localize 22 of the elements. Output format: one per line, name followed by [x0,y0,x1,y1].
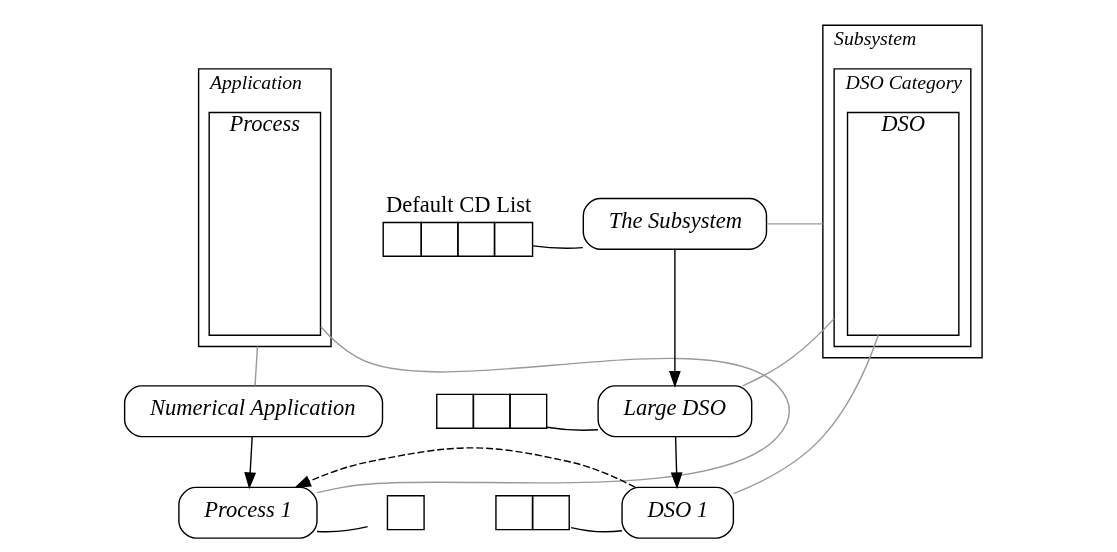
connector [569,526,623,533]
connector [765,223,824,225]
connector [741,317,835,387]
node-box: Numerical Application [123,385,383,438]
connector [531,245,584,249]
node-label: Default CD List [385,192,531,218]
connector [545,426,599,431]
arrow [243,436,256,490]
node-box: DSO [846,111,960,336]
connector [253,345,258,387]
node-box: Process [207,111,321,336]
arrow [293,447,636,488]
node-box [386,495,425,531]
connector [732,334,879,495]
node-box: DSO 1 [620,486,734,539]
node-box: The Subsystem [582,197,767,250]
arrow [668,248,681,388]
connector [316,326,790,494]
arrow [670,436,683,490]
node-box: Process 1 [177,486,318,539]
node-box: Large DSO [596,385,752,438]
connector [315,525,368,533]
